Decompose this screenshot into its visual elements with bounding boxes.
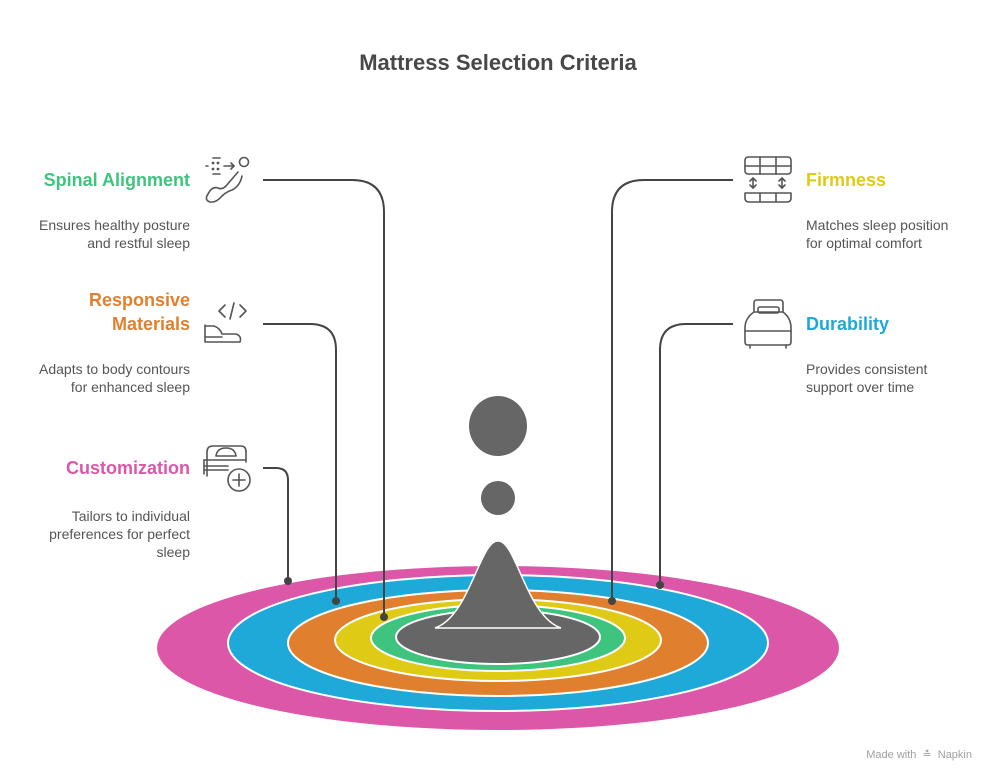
- desc-responsive-materials: Adapts to body contours for enhanced sle…: [0, 360, 190, 396]
- dot-customization: [284, 577, 292, 585]
- mattress-icon: [744, 299, 792, 349]
- desc-firmness: Matches sleep position for optimal comfo…: [806, 216, 996, 252]
- napkin-watermark: Made with ≛ Napkin: [866, 748, 972, 761]
- brand-label: Napkin: [937, 749, 972, 761]
- desc-line: Matches sleep position: [806, 217, 949, 233]
- connector-lines: [263, 179, 733, 617]
- heading-firmness: Firmness: [806, 170, 887, 190]
- heading-line: Responsive: [88, 290, 190, 310]
- desc-line: Provides consistent: [806, 361, 928, 377]
- dot-responsive-materials: [332, 597, 340, 605]
- connector-dots: [284, 577, 664, 621]
- connector-firmness: [611, 179, 733, 601]
- mattress-layers-icon: [744, 156, 792, 203]
- napkin-logo-icon: ≛: [922, 749, 932, 761]
- heading-spinal-alignment: Spinal Alignment: [43, 170, 190, 190]
- desc-line: for optimal comfort: [806, 235, 922, 251]
- water-drop-small: [481, 481, 515, 515]
- dot-spinal-alignment: [380, 613, 388, 621]
- desc-line: Adapts to body contours: [39, 361, 190, 377]
- desc-line: preferences for perfect: [49, 526, 190, 542]
- posture-arrow-icon: [205, 156, 250, 203]
- desc-line: Tailors to individual: [71, 508, 190, 524]
- desc-spinal-alignment: Ensures healthy posture and restful slee…: [0, 216, 190, 252]
- desc-line: sleep: [156, 544, 190, 560]
- heading-customization: Customization: [66, 458, 190, 478]
- desc-line: support over time: [806, 379, 915, 395]
- heading-line: Materials: [111, 314, 190, 334]
- desc-durability: Provides consistent support over time: [806, 360, 996, 396]
- diagram-title: Mattress Selection Criteria: [359, 50, 637, 75]
- desc-line: Ensures healthy posture: [39, 217, 190, 233]
- connector-responsive-materials: [263, 323, 337, 601]
- desc-line: and restful sleep: [87, 235, 190, 251]
- dot-durability: [656, 581, 664, 589]
- connector-customization: [263, 467, 289, 581]
- heading-durability: Durability: [806, 314, 890, 334]
- made-with-label: Made with: [866, 749, 917, 761]
- splash-peak: [434, 540, 562, 629]
- code-hand-icon: [204, 302, 247, 343]
- heading-responsive-materials: Responsive Materials: [0, 288, 190, 336]
- desc-line: for enhanced sleep: [70, 379, 190, 395]
- connector-spinal-alignment: [263, 179, 385, 617]
- water-drop-large: [469, 396, 527, 456]
- connector-durability: [659, 323, 733, 585]
- bed-plus-icon: [203, 445, 251, 492]
- desc-customization: Tailors to individual preferences for pe…: [0, 507, 190, 561]
- dot-firmness: [608, 597, 616, 605]
